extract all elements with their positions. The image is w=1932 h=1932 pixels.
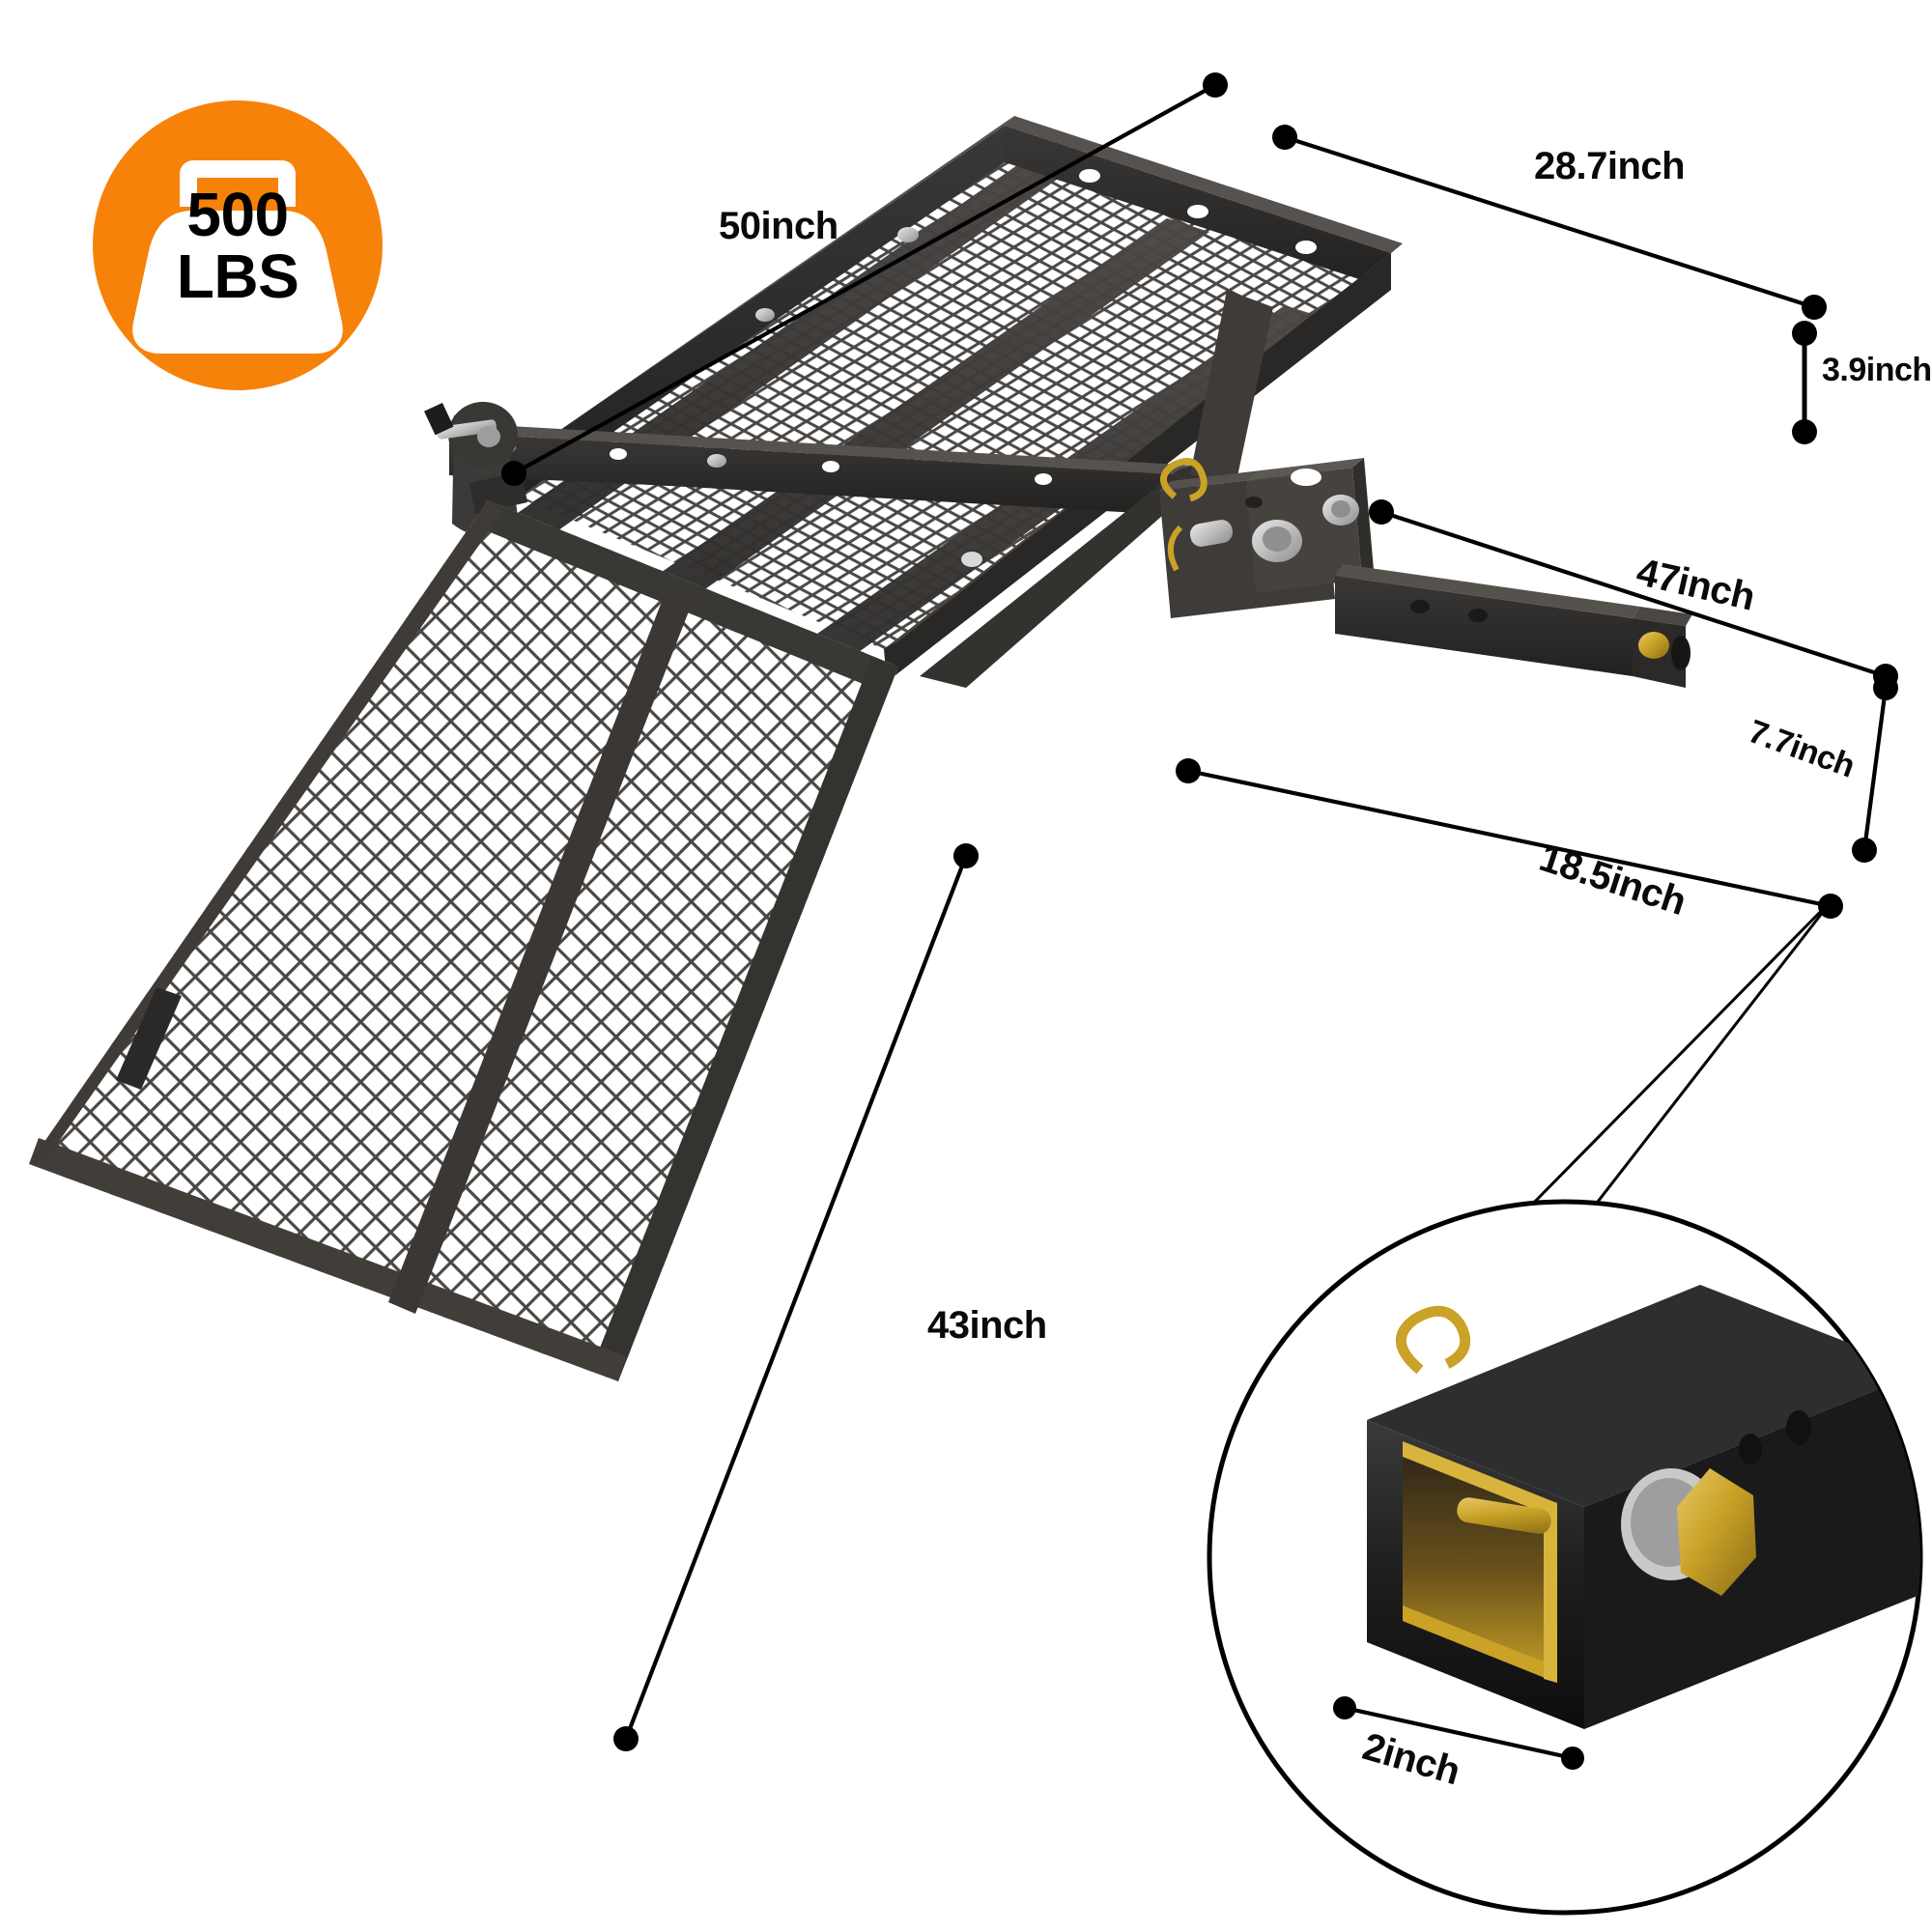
badge-capacity-unit: LBS: [176, 242, 299, 311]
dim-line-50inch: [512, 83, 1217, 475]
ramp-hinge-bracket: [424, 402, 527, 537]
badge-text: 500 LBS: [93, 184, 383, 307]
folding-ramp: [29, 500, 898, 1381]
inset-hex-nut: [1677, 1468, 1756, 1596]
dim-line-47inch: [1380, 510, 1887, 678]
hitch-bolts: [1252, 495, 1359, 562]
dim-label-28-7inch: 28.7inch: [1534, 145, 1686, 187]
dim-line-2inch: [1344, 1705, 1574, 1761]
dim-line-43inch: [624, 855, 968, 1740]
deck-left-rail-holes: [554, 252, 803, 422]
receiver-nut: [1638, 632, 1669, 659]
inset-tube-top: [1367, 1285, 1920, 1507]
shank-tube: [1335, 576, 1633, 676]
inset-callout-leaders: [1520, 896, 1835, 1220]
weight-icon: [132, 160, 343, 354]
dim-label-43inch: 43inch: [927, 1304, 1047, 1347]
hitch-assembly: [1159, 458, 1692, 688]
hitch-pin: [1160, 458, 1234, 572]
load-capacity-badge: 500 LBS: [93, 100, 383, 390]
deck-left-rail: [483, 126, 1005, 522]
dimension-lines: [501, 72, 1898, 1751]
dim-line-18-5inch: [1187, 768, 1832, 909]
deck-mounting-holes: [1079, 169, 1378, 450]
badge-capacity-number: 500: [186, 180, 289, 249]
dim-line-28-7inch: [1284, 135, 1815, 309]
diagonal-brace: [920, 290, 1273, 688]
detail-inset: [1207, 1199, 1923, 1916]
dim-label-3-9inch: 3.9inch: [1822, 352, 1932, 388]
dim-line-7-7inch: [1861, 687, 1889, 851]
dim-label-50inch: 50inch: [719, 205, 838, 247]
